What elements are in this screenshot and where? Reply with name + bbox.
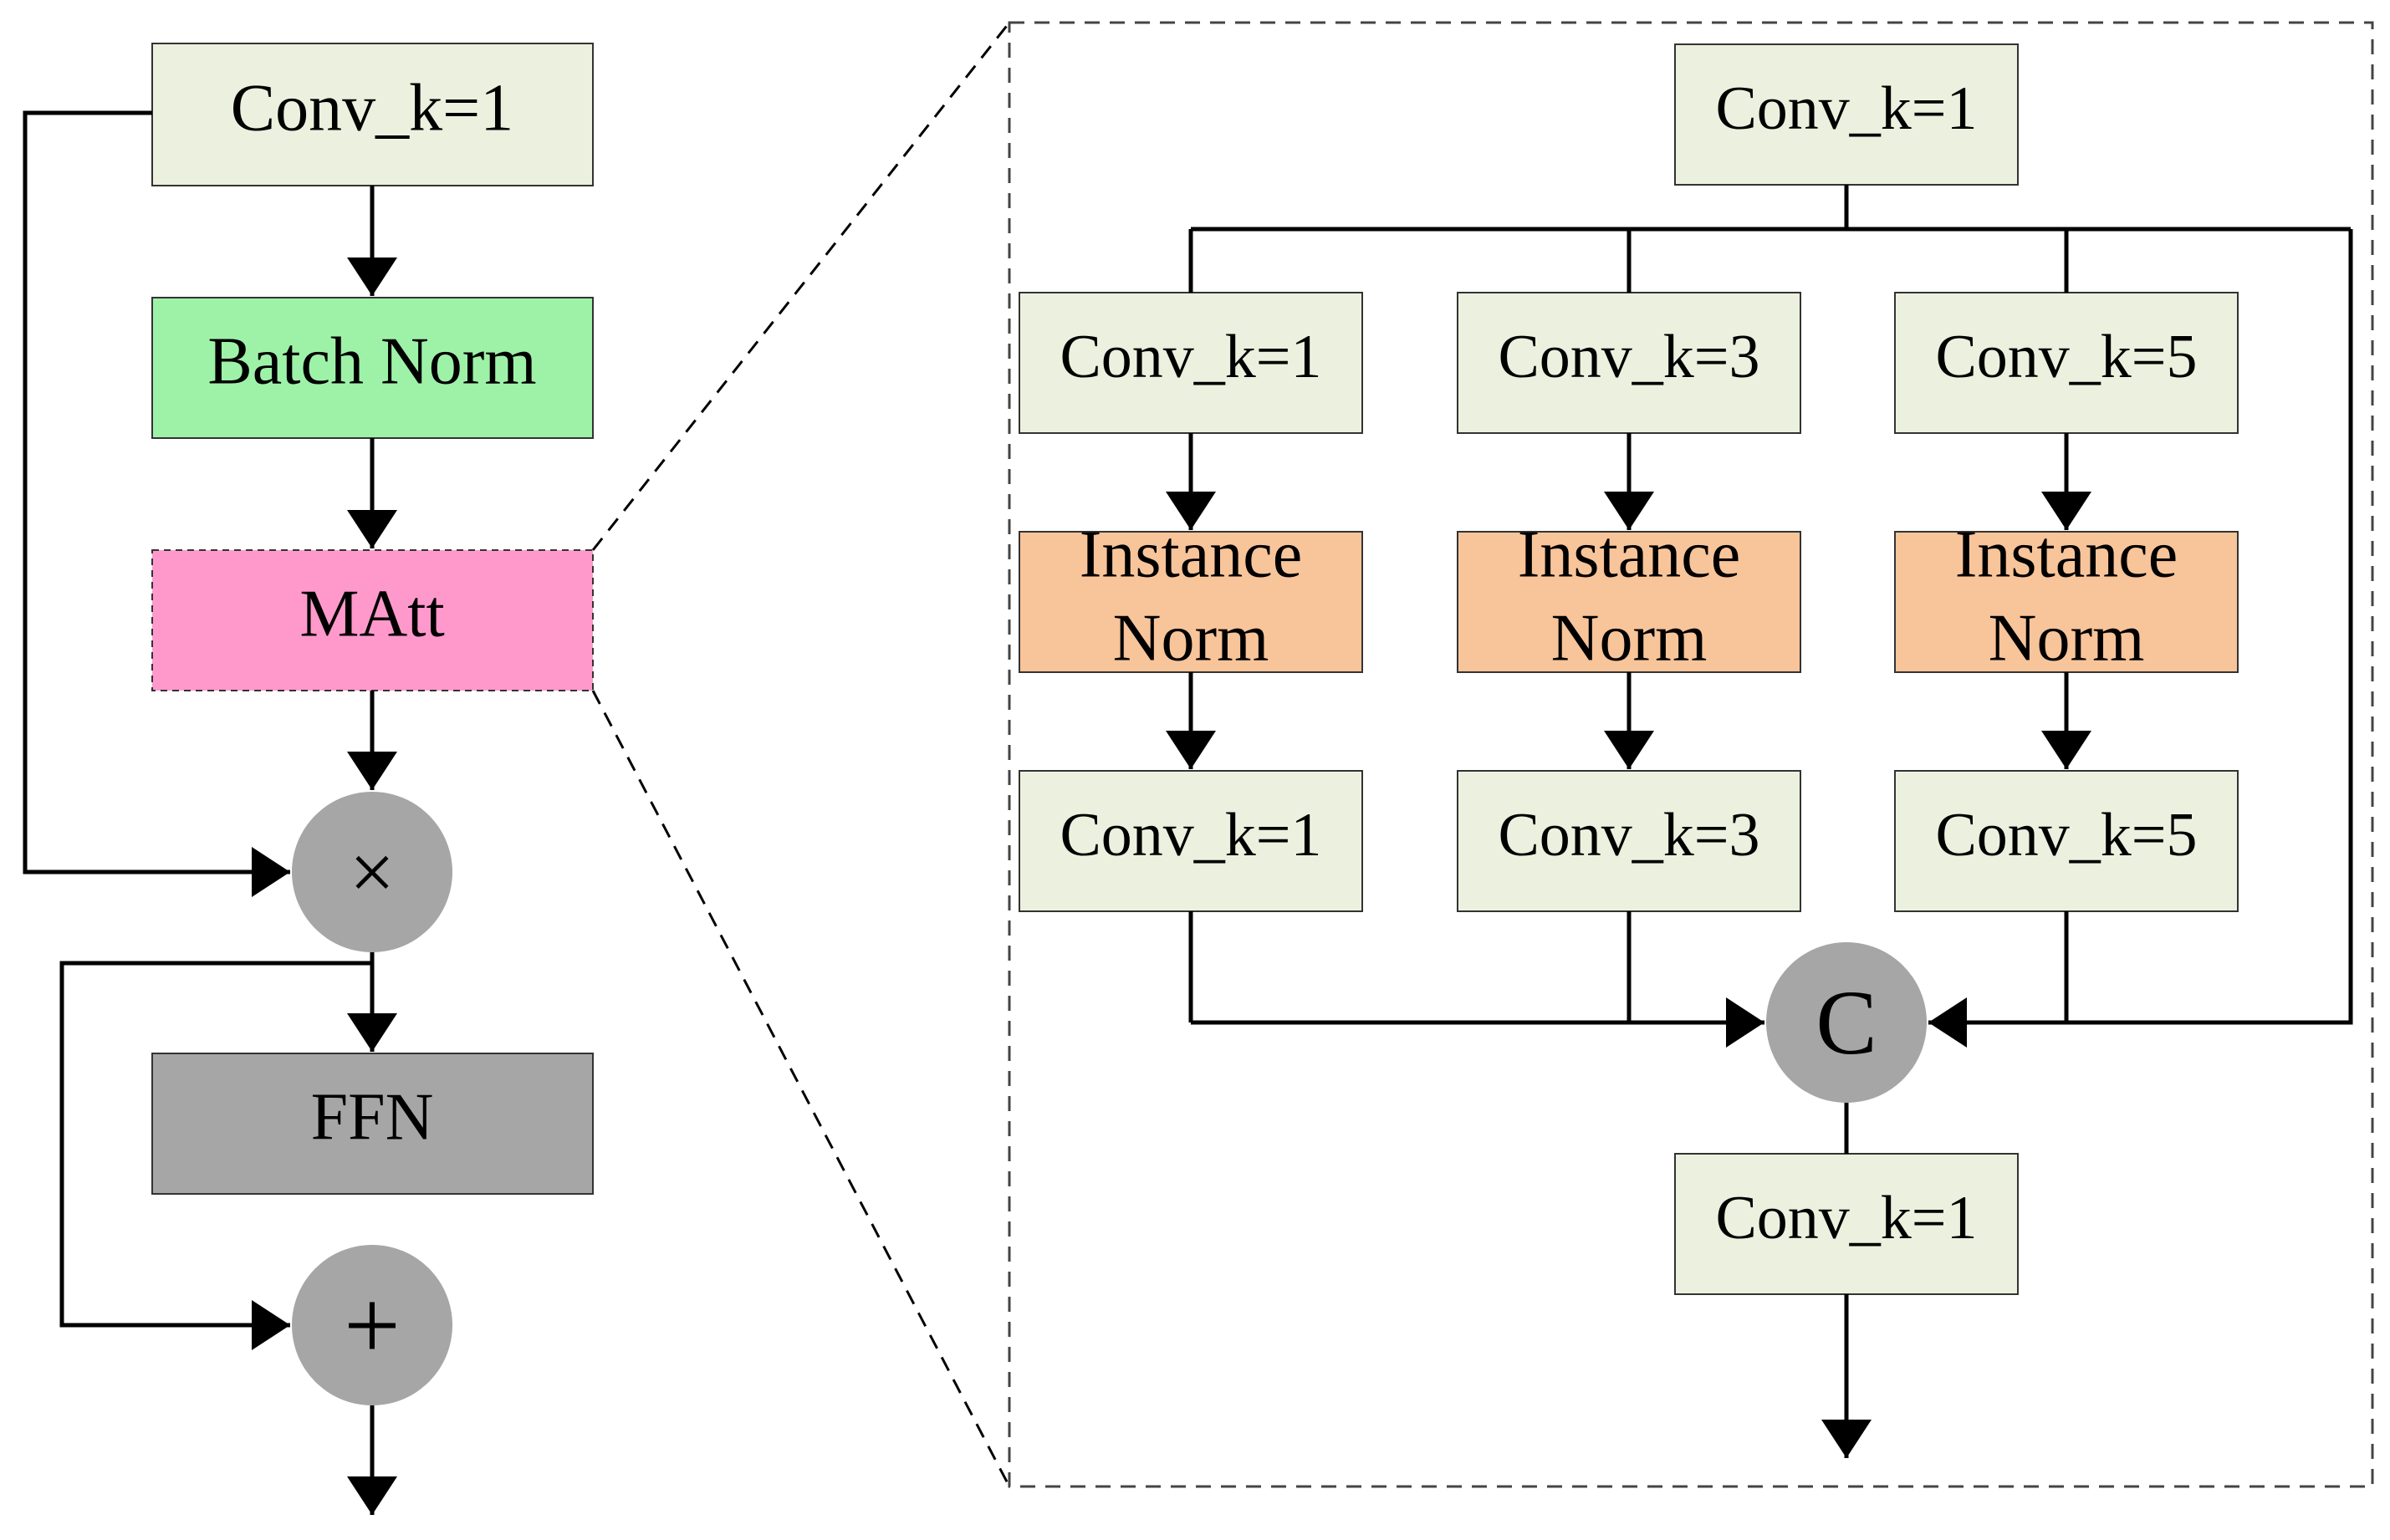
branch-conv-out-box [1019, 770, 1363, 912]
left-flow-arrows [23, 110, 397, 1515]
instance-norm-box [1019, 531, 1363, 673]
add-operator [292, 1245, 452, 1405]
instance-norm-label-line2: Norm [1551, 601, 1708, 675]
multiply-operator [292, 792, 452, 952]
branch-conv-out-label: Conv_k=1 [1060, 801, 1321, 869]
zoom-line-top [591, 22, 1011, 551]
top-conv-box [1674, 43, 2019, 186]
matt-box [151, 549, 594, 691]
branch-conv-out-label: Conv_k=3 [1498, 801, 1759, 869]
branch-conv-label: Conv_k=1 [1060, 323, 1321, 391]
multiply-symbol: × [350, 828, 395, 917]
instance-norm-box [1894, 531, 2239, 673]
matt-label: MAtt [299, 577, 444, 650]
branch-conv-box [1019, 292, 1363, 434]
conv-k1-label: Conv_k=1 [231, 71, 513, 145]
top-conv-label: Conv_k=1 [1715, 74, 1977, 143]
branch-conv-out-box [1457, 770, 1801, 912]
batch-norm-label: Batch Norm [207, 324, 536, 398]
branch-conv-label: Conv_k=3 [1498, 323, 1759, 391]
bottom-conv-label: Conv_k=1 [1715, 1184, 1977, 1252]
branch-conv-box [1457, 292, 1801, 434]
branch-conv-out-label: Conv_k=5 [1935, 801, 2197, 869]
left-block: Conv_k=1 Batch Norm MAtt × FFN + [23, 43, 594, 1515]
skip-connection-multiply [23, 110, 290, 897]
ffn-label: FFN [311, 1080, 434, 1154]
bottom-conv-box [1674, 1153, 2019, 1295]
arrow-right-bus-to-concat [1928, 229, 2353, 1048]
instance-norm-box [1457, 531, 1801, 673]
batch-norm-box [151, 297, 594, 439]
matt-detail-panel: Conv_k=1 Conv_k=1 Instance Norm Conv_k=1… [1008, 21, 2374, 1488]
matt-detail-frame [1008, 21, 2374, 1488]
ffn-box [151, 1053, 594, 1195]
conv-k1-box [151, 43, 594, 186]
branch-k5: Conv_k=5 Instance Norm Conv_k=5 [1894, 292, 2239, 912]
branch-conv-out-box [1894, 770, 2239, 912]
instance-norm-label-line1: Instance [1518, 518, 1741, 591]
instance-norm-label-line2: Norm [1989, 601, 2145, 675]
branch-k3: Conv_k=3 Instance Norm Conv_k=3 [1457, 292, 1801, 912]
zoom-lines [591, 22, 1011, 1487]
instance-norm-label-line2: Norm [1113, 601, 1269, 675]
concat-symbol: C [1815, 971, 1877, 1073]
zoom-line-bottom [591, 690, 1011, 1487]
instance-norm-label-line1: Instance [1080, 518, 1303, 591]
instance-norm-label-line1: Instance [1955, 518, 2178, 591]
skip-connection-add [59, 961, 372, 1350]
branch-conv-label: Conv_k=5 [1935, 323, 2197, 391]
detail-connectors [1166, 185, 2353, 1458]
concat-operator [1766, 942, 1927, 1103]
branch-k1: Conv_k=1 Instance Norm Conv_k=1 [1019, 292, 1363, 912]
add-symbol: + [344, 1270, 401, 1381]
